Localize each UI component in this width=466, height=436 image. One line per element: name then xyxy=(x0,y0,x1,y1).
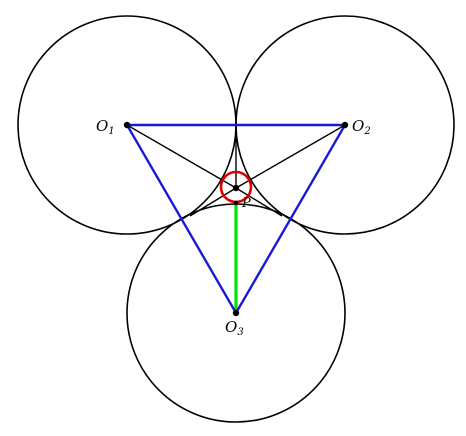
point-o3 xyxy=(232,309,240,317)
center-triangle xyxy=(124,123,348,316)
point-p-lower xyxy=(233,200,239,206)
label-o2: O2 xyxy=(352,117,371,137)
point-p xyxy=(232,184,240,192)
line-tangent-left-lower xyxy=(189,187,237,217)
label-o1: O1 xyxy=(96,117,115,137)
label-p: P xyxy=(241,196,251,211)
point-o2 xyxy=(341,121,349,129)
point-o1 xyxy=(123,121,131,129)
line-o1-to-center xyxy=(126,124,237,189)
label-o3: O3 xyxy=(225,318,244,338)
line-tangent-right-lower xyxy=(235,187,283,217)
line-o2-to-center xyxy=(235,124,346,189)
